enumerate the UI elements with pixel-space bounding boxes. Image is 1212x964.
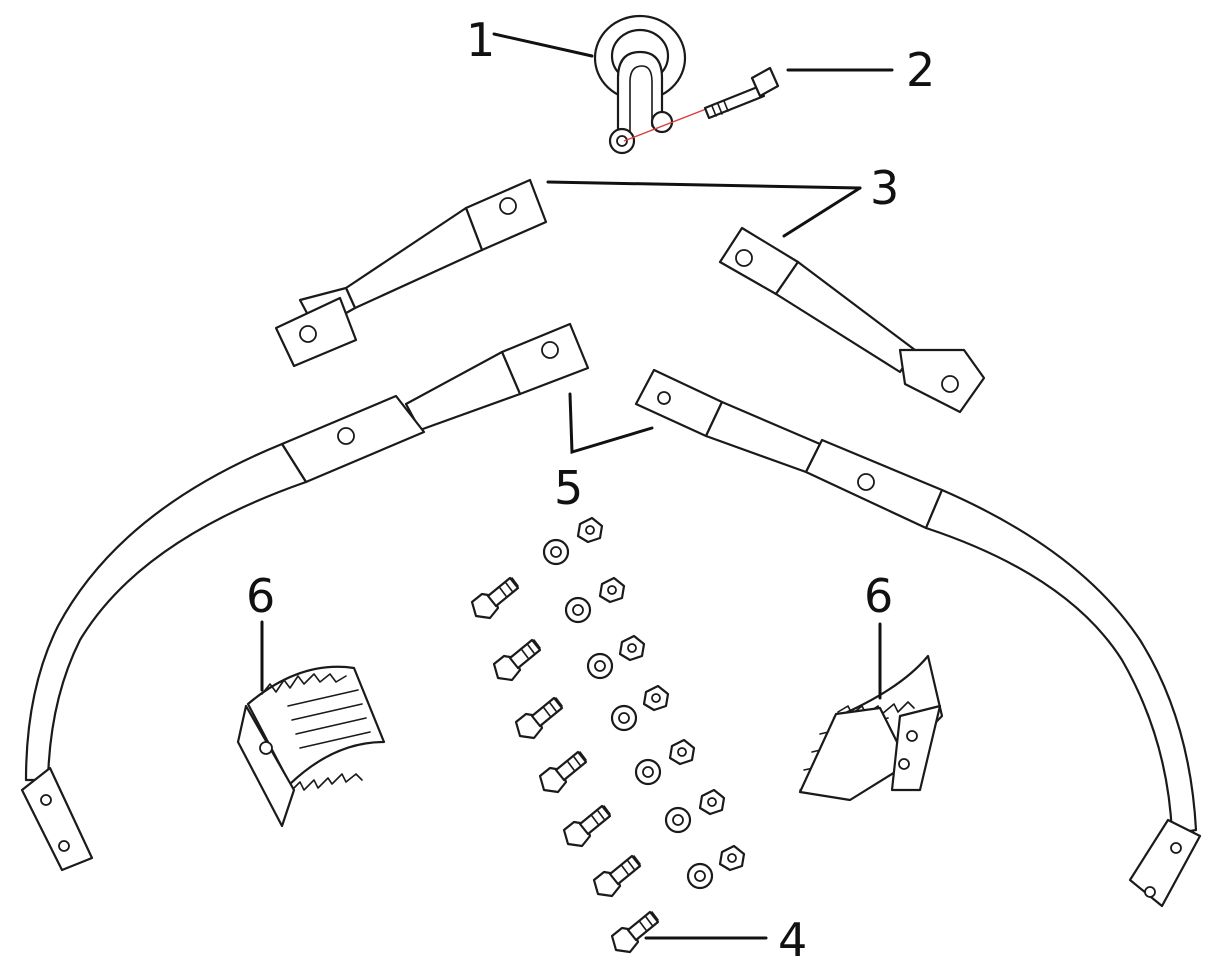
bolt (610, 910, 660, 954)
part-5-long-bar-left (20, 322, 590, 872)
part-5-long-bar-right (634, 368, 1202, 908)
nut (576, 516, 604, 544)
washer (564, 596, 592, 624)
leader-5 (568, 392, 654, 454)
leader-3a (546, 180, 862, 190)
nut (718, 844, 746, 872)
callout-6-left: 6 (246, 569, 275, 623)
bolt (592, 854, 642, 898)
leader-lines (260, 32, 894, 940)
callout-1: 1 (466, 13, 495, 67)
part-3-short-bar-left (274, 178, 548, 368)
part-1-lifting-ring (593, 14, 687, 155)
washer (586, 652, 614, 680)
nut (618, 634, 646, 662)
nut (642, 684, 670, 712)
washer (664, 806, 692, 834)
bolt (492, 638, 542, 682)
callout-2: 2 (906, 43, 935, 97)
part-6-tooth-segment-right (798, 654, 944, 802)
washer (634, 758, 662, 786)
callout-3: 3 (870, 161, 899, 215)
leader-1 (492, 32, 594, 58)
leader-3b (782, 186, 862, 238)
callout-4: 4 (778, 913, 807, 964)
nut (698, 788, 726, 816)
bolt (514, 696, 564, 740)
part-3-short-bar-right (718, 226, 986, 414)
callout-6-right: 6 (864, 569, 893, 623)
callout-5: 5 (554, 461, 583, 515)
washer (542, 538, 570, 566)
part-4-fasteners (470, 516, 746, 954)
callout-labels: 1 2 3 5 6 6 4 (246, 13, 935, 964)
bolt (538, 750, 588, 794)
part-2-shackle-pin (623, 66, 780, 142)
washer (610, 704, 638, 732)
nut (668, 738, 696, 766)
bolt (562, 804, 612, 848)
part-6-tooth-segment-left (236, 665, 386, 828)
washer (686, 862, 714, 890)
bolt (470, 576, 520, 620)
nut (598, 576, 626, 604)
